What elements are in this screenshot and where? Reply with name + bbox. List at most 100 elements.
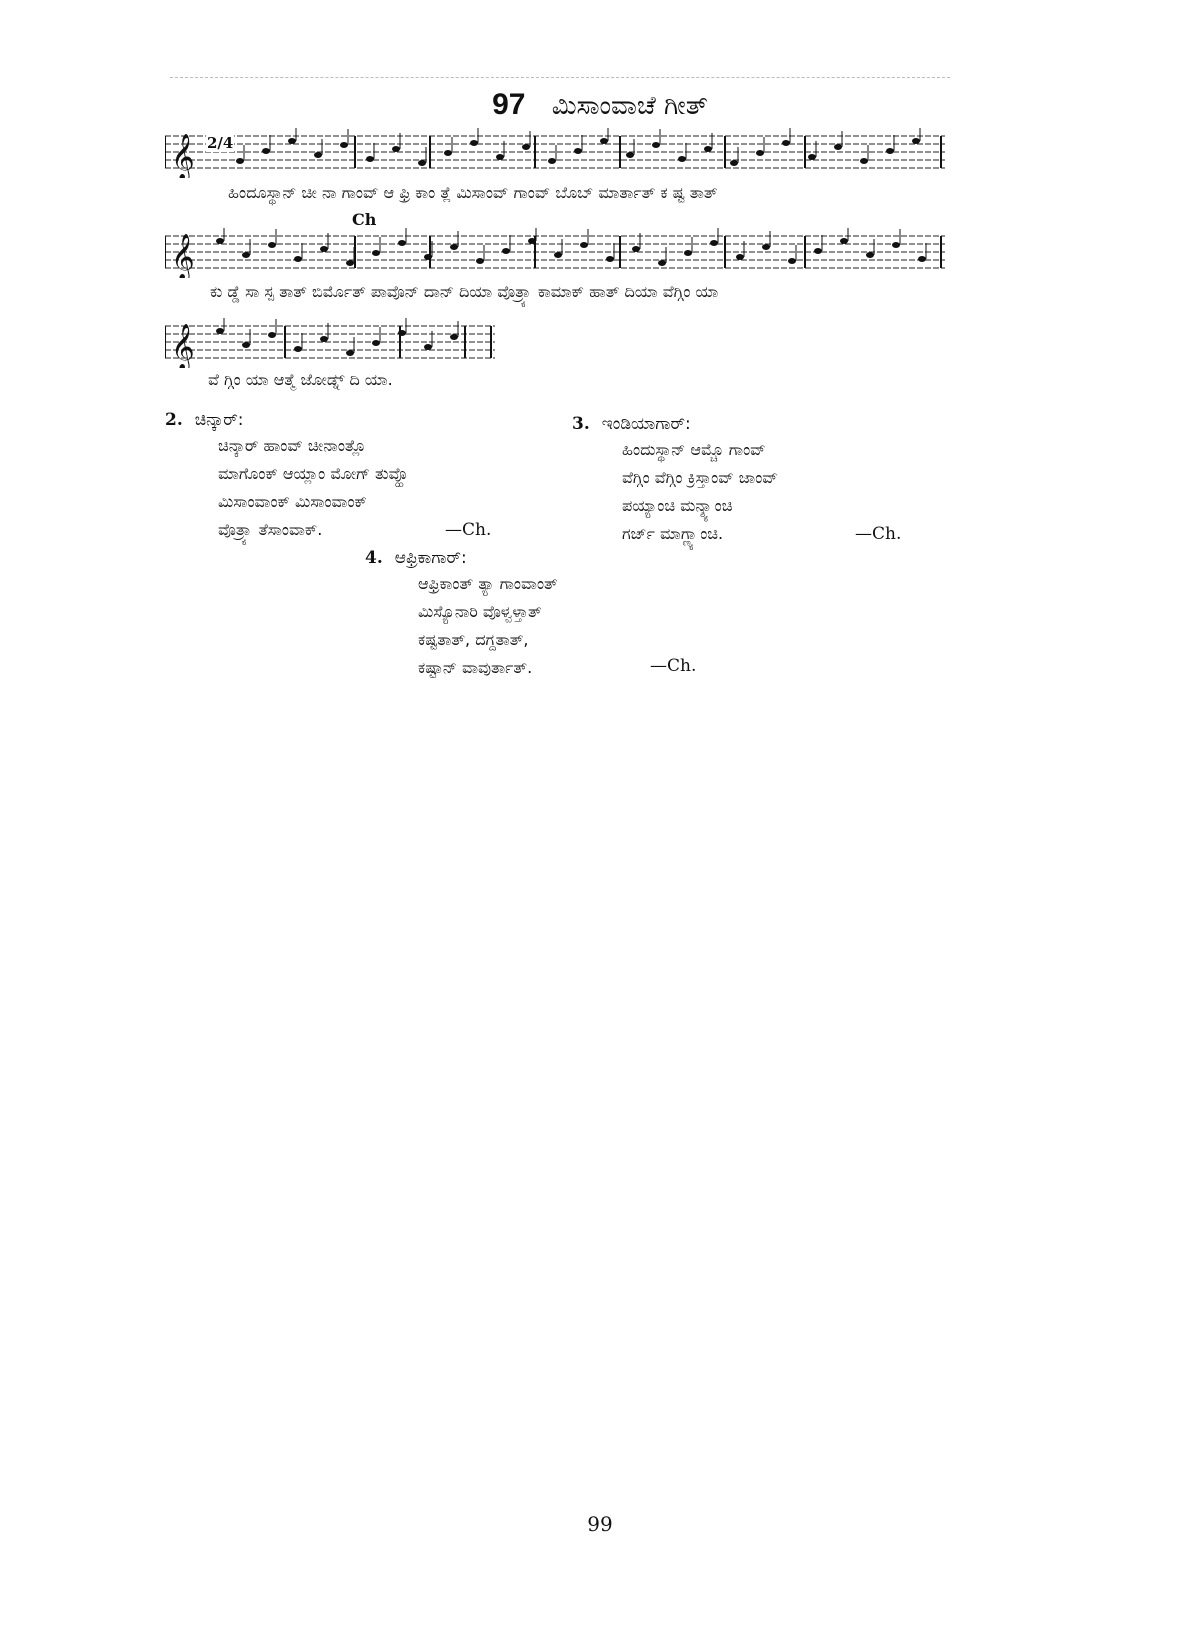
note-head: [554, 252, 562, 258]
note-head: [346, 260, 354, 266]
verse-line: ಚಿನ್ಕಾರ್ ಹಾಂವ್ ಚೀನಾಂತ್ಲೊ: [218, 436, 367, 455]
note-head: [782, 140, 790, 146]
scan-edge-line: [170, 77, 950, 78]
note-head: [288, 138, 296, 144]
verse-number: 3.: [572, 414, 590, 434]
note-head: [730, 160, 738, 166]
note-head: [236, 158, 244, 164]
lyrics-line-1: ಹಿಂದೂಸ್ಥಾನ್ ಚೀ ನಾ ಗಾಂವ್ ಆ ಫ್ರಿ ಕಾಂ ತ್ಲೆ …: [228, 183, 718, 202]
verse-4-refrain: —Ch.: [650, 656, 697, 676]
note-head: [418, 160, 426, 166]
chorus-marker: Ch: [352, 210, 377, 229]
note-head: [580, 242, 588, 248]
hymn-title: 97 ಮಿಸಾಂವಾಚೆ ಗೀತ್: [0, 88, 1200, 122]
verse-heading-text: ಆಫ್ರಿಕಾಗಾರ್:: [394, 548, 467, 568]
note-head: [502, 248, 510, 254]
note-head: [652, 142, 660, 148]
note-head: [860, 158, 868, 164]
note-head: [320, 336, 328, 342]
verse-number: 2.: [165, 410, 183, 430]
note-head: [372, 250, 380, 256]
music-staff-1: 𝄞: [165, 128, 945, 178]
note-head: [762, 244, 770, 250]
hymn-number: 97: [492, 88, 526, 121]
note-head: [684, 250, 692, 256]
note-head: [398, 330, 406, 336]
verse-4-lines: ಆಫ್ರಿಕಾಂತ್ ತ್ಯಾ ಗಾಂವಾಂತ್ ಮಿಸ್ಯೊನಾರಿ ವೊಳ್…: [418, 570, 558, 682]
verse-line: ಆಫ್ರಿಕಾಂತ್ ತ್ಯಾ ಗಾಂವಾಂತ್: [418, 574, 558, 593]
verse-2-heading: 2. ಚಿನ್ಕಾರ್:: [165, 410, 243, 430]
note-head: [548, 158, 556, 164]
note-head: [444, 150, 452, 156]
lyrics-line-2: ಕು ಡ್ಡೆ ಸಾ ಸ್ಪ ತಾತ್ ಬಿರ್ಮೊತ್ ಪಾವೊನ್ ದಾನ್…: [210, 282, 719, 301]
note-head: [600, 138, 608, 144]
hymn-title-text: ಮಿಸಾಂವಾಚೆ ಗೀತ್: [551, 91, 708, 121]
note-head: [242, 342, 250, 348]
verse-line: ಮಿಸ್ಯೊನಾರಿ ವೊಳ್ವಳ್ತಾತ್: [418, 602, 542, 621]
verse-line: ಪಯ್ಯಾಂಚಿ ಮನ್ಶ್ಯಾಂಚಿ: [622, 496, 733, 515]
verse-3-refrain: —Ch.: [855, 524, 902, 544]
note-head: [678, 156, 686, 162]
note-head: [496, 154, 504, 160]
note-head: [912, 138, 920, 144]
note-head: [814, 248, 822, 254]
note-head: [398, 240, 406, 246]
note-head: [632, 246, 640, 252]
note-head: [522, 144, 530, 150]
note-head: [294, 346, 302, 352]
note-head: [918, 256, 926, 262]
verse-line: ವೊತ್ರ್ಯಾ ತೆಸಾಂವಾಕ್.: [218, 520, 323, 539]
note-head: [372, 340, 380, 346]
verse-4-heading: 4. ಆಫ್ರಿಕಾಗಾರ್:: [365, 548, 467, 568]
note-head: [346, 350, 354, 356]
note-head: [470, 140, 478, 146]
verse-line: ಗರ್ಜ್ ಮಾಗ್ಣ್ಯಾಂಚಿ.: [622, 524, 724, 543]
treble-clef-icon: 𝄞: [171, 324, 195, 368]
verse-3-lines: ಹಿಂದುಸ್ಥಾನ್ ಆಮ್ಚೊ ಗಾಂವ್ ವೆಗ್ಗಿಂ ವೆಗ್ಗಿಂ …: [622, 436, 778, 548]
verse-line: ಹಿಂದುಸ್ಥಾನ್ ಆಮ್ಚೊ ಗಾಂವ್: [622, 440, 766, 459]
time-signature: 2/4: [206, 134, 235, 152]
note-head: [658, 260, 666, 266]
note-head: [424, 344, 432, 350]
verse-line: ಕಷ್ಟತಾತ್, ದಗ್ದತಾತ್,: [418, 630, 529, 649]
music-staff-2: 𝄞: [165, 228, 945, 278]
note-head: [294, 256, 302, 262]
verse-line: ಮಿಸಾಂವಾಂಕ್ ಮಿಸಾಂವಾಂಕ್: [218, 492, 367, 511]
note-head: [366, 156, 374, 162]
note-head: [626, 152, 634, 158]
lyrics-line-3: ವೆ ಗ್ಗಿಂ ಯಾ ಆತ್ಮೆ ಜೋಡ್ನ್ ದಿ ಯಾ.: [208, 370, 393, 389]
music-staff-3: 𝄞: [165, 318, 495, 368]
treble-clef-icon: 𝄞: [171, 234, 195, 278]
note-head: [840, 238, 848, 244]
note-head: [736, 254, 744, 260]
note-head: [314, 152, 322, 158]
verse-3-heading: 3.ಇಂಡಿಯಾಗಾರ್:: [572, 414, 691, 434]
note-head: [704, 146, 712, 152]
note-head: [788, 258, 796, 264]
note-head: [756, 150, 764, 156]
page-number: 99: [587, 1512, 613, 1536]
verse-line: ಮಾಗೊಂಕ್ ಆಯ್ಲಾಂ ಮೋಗ್ ತುವ್ಹೊ: [218, 464, 409, 483]
verse-number: 4.: [365, 548, 383, 568]
verse-heading-text: ಚಿನ್ಕಾರ್:: [194, 410, 244, 430]
note-head: [892, 242, 900, 248]
note-head: [476, 258, 484, 264]
note-head: [574, 148, 582, 154]
verse-line: ಕಷ್ಟಾನ್ ವಾವುರ್ತಾತ್.: [418, 658, 533, 677]
note-head: [606, 256, 614, 262]
note-head: [450, 334, 458, 340]
verse-line: ವೆಗ್ಗಿಂ ವೆಗ್ಗಿಂ ಕ್ರಿಸ್ತಾಂವ್ ಜಾಂವ್: [622, 468, 778, 487]
note-head: [710, 240, 718, 246]
note-head: [834, 144, 842, 150]
verse-2-refrain: —Ch.: [445, 520, 492, 540]
note-head: [392, 146, 400, 152]
note-head: [268, 242, 276, 248]
note-head: [320, 246, 328, 252]
note-head: [450, 244, 458, 250]
note-head: [424, 254, 432, 260]
note-head: [886, 148, 894, 154]
note-head: [216, 238, 224, 244]
note-head: [268, 332, 276, 338]
note-head: [242, 252, 250, 258]
note-head: [866, 252, 874, 258]
